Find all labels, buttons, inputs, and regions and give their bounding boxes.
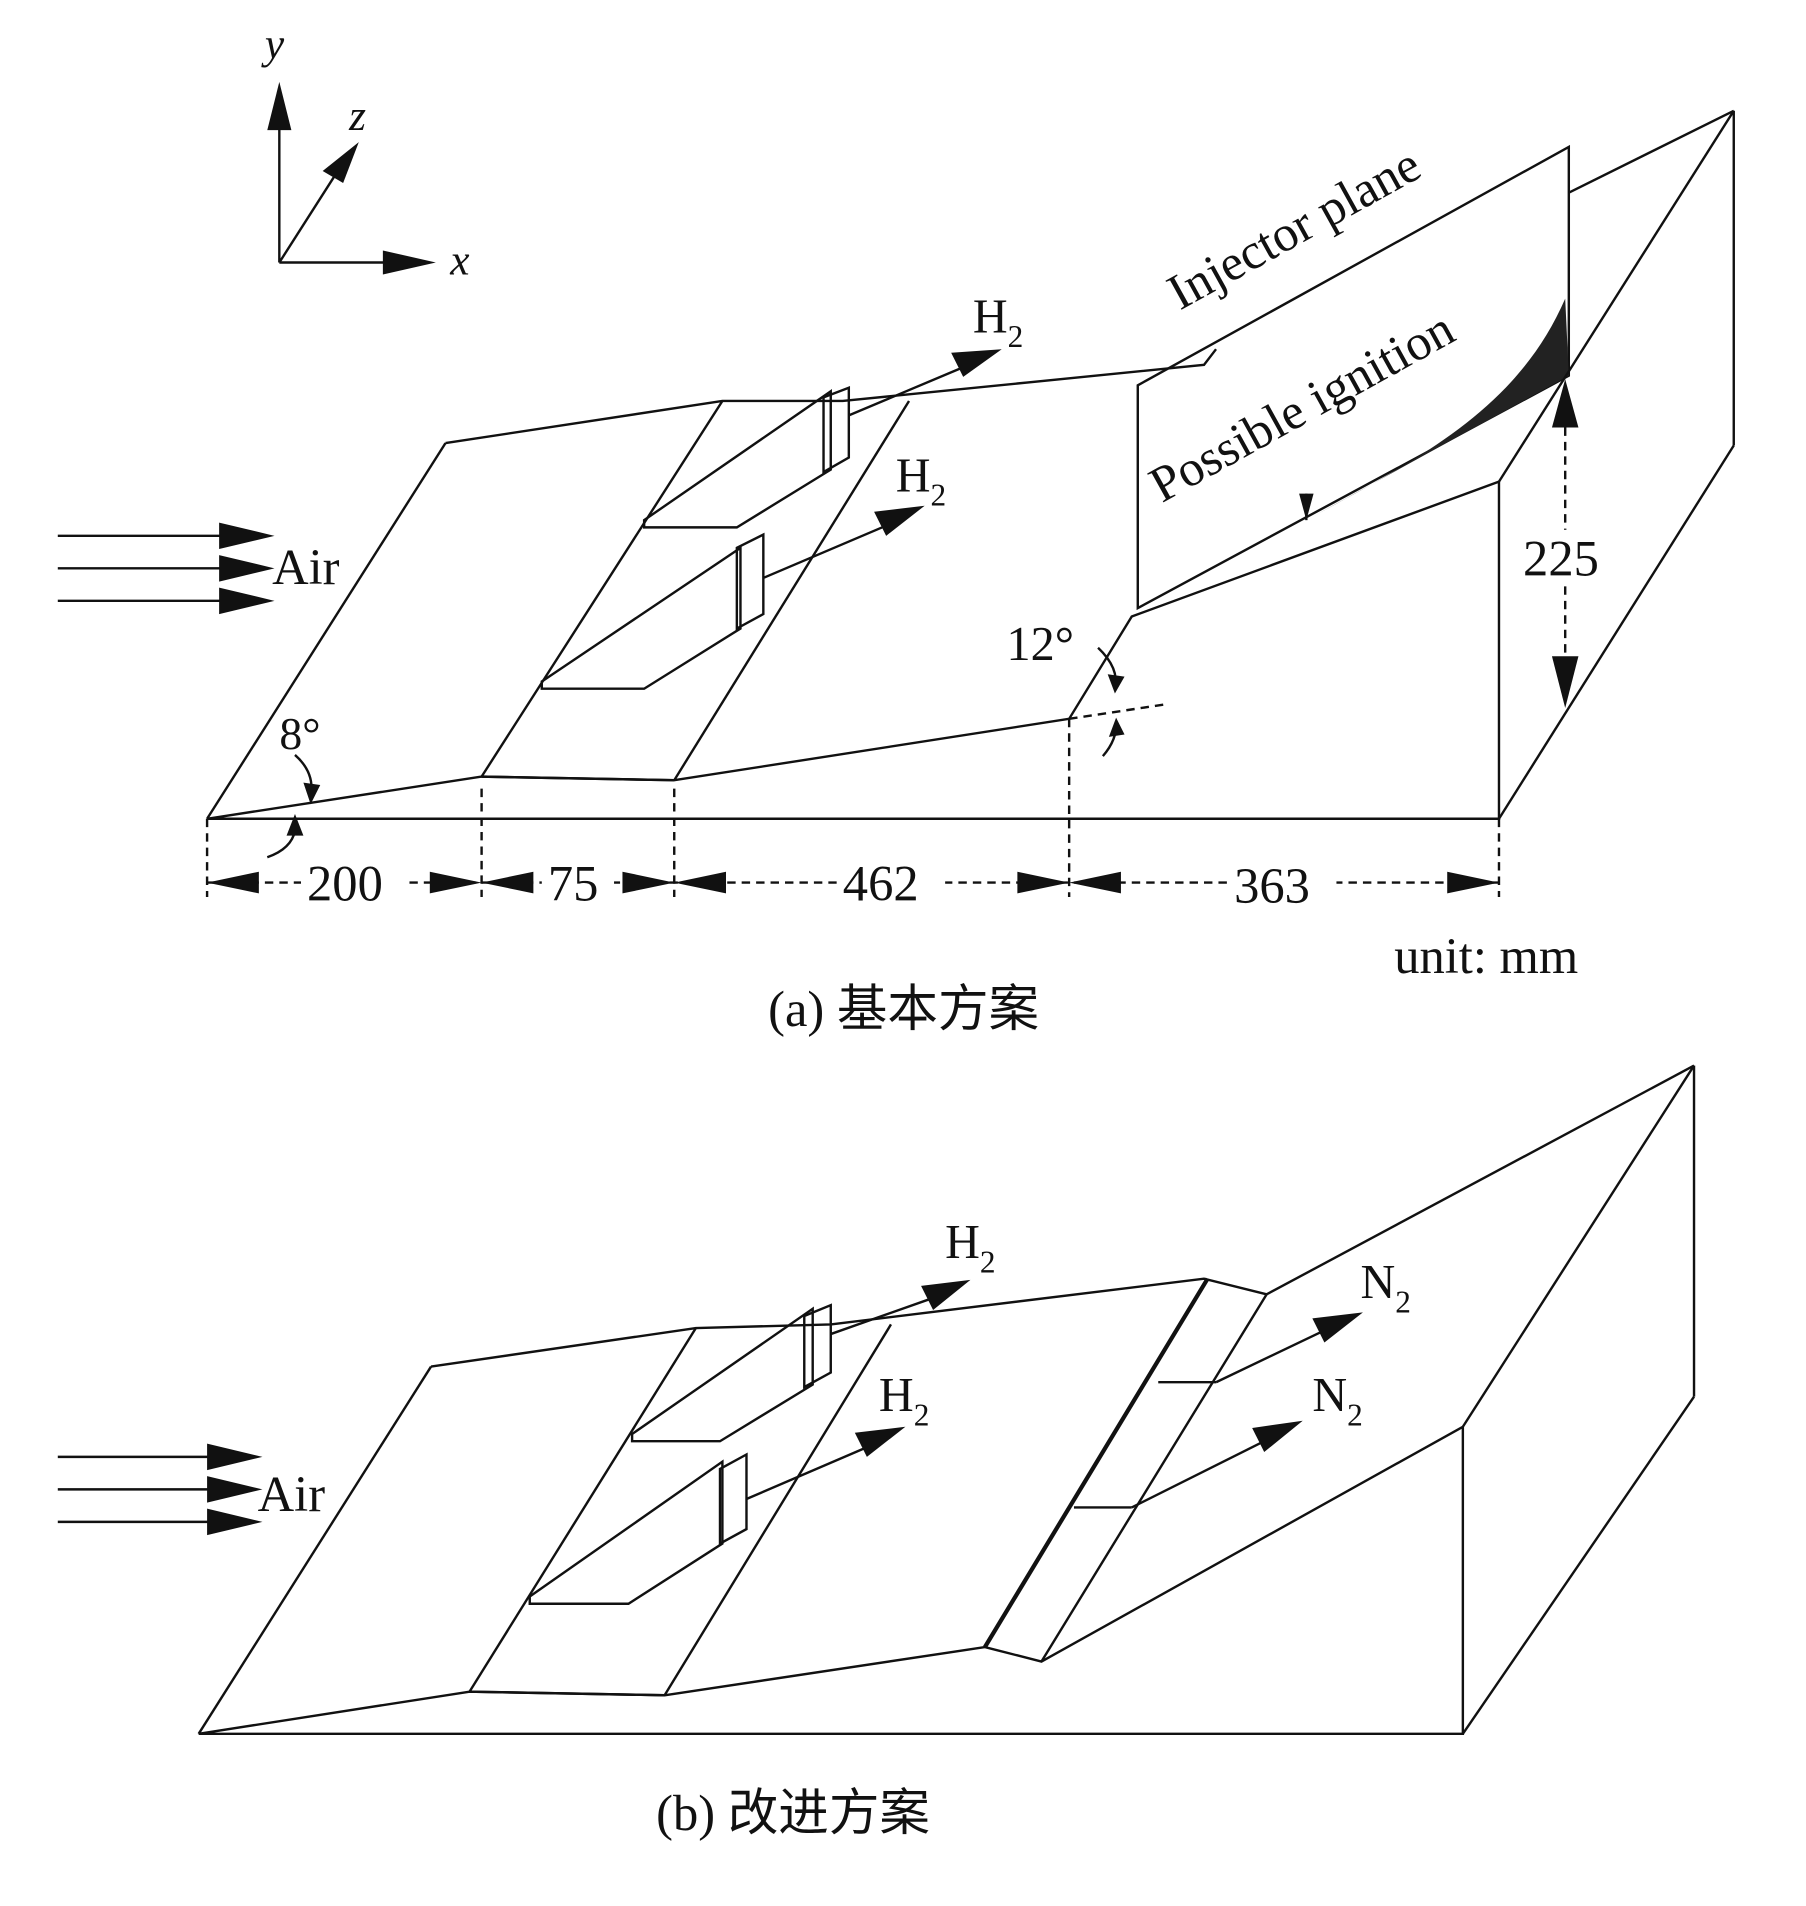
axis-label-y: y (261, 20, 285, 68)
dim-363: 363 (1234, 858, 1310, 914)
dim-200: 200 (307, 856, 383, 912)
h2-label-bottom-b: H2 (879, 1369, 929, 1432)
h2-label-top-a: H2 (973, 290, 1023, 353)
angle-8-label: 8° (279, 708, 320, 759)
caption-b: (b) 改进方案 (656, 1785, 930, 1841)
angle-12-label: 12° (1007, 618, 1074, 671)
n2-label-bottom-b: N2 (1312, 1369, 1362, 1432)
dim-75: 75 (548, 856, 599, 912)
panel-a-labels: Air H2 H2 Injector plane Possible igniti… (272, 136, 1616, 1037)
air-label-b: Air (258, 1466, 326, 1522)
caption-a: (a) 基本方案 (768, 981, 1039, 1037)
panel-a-geometry (57, 109, 1735, 898)
axis-label-x: x (449, 237, 469, 285)
panel-b-labels: Air H2 H2 N2 N2 (b) 改进方案 (258, 1216, 1411, 1841)
n2-label-top-b: N2 (1361, 1256, 1411, 1319)
dim-462: 462 (843, 856, 919, 912)
axis-label-z: z (348, 92, 366, 140)
height-225-label: 225 (1523, 531, 1599, 587)
h2-label-top-b: H2 (945, 1216, 995, 1279)
injector-plane-label: Injector plane (1158, 136, 1429, 320)
possible-ignition-label: Possible ignition (1140, 300, 1463, 513)
air-label-a: Air (272, 539, 340, 595)
unit-label: unit: mm (1394, 928, 1578, 984)
panel-b-geometry (57, 1064, 1696, 1735)
coordinate-axes: y z x (261, 20, 470, 285)
h2-label-bottom-a: H2 (896, 449, 946, 512)
